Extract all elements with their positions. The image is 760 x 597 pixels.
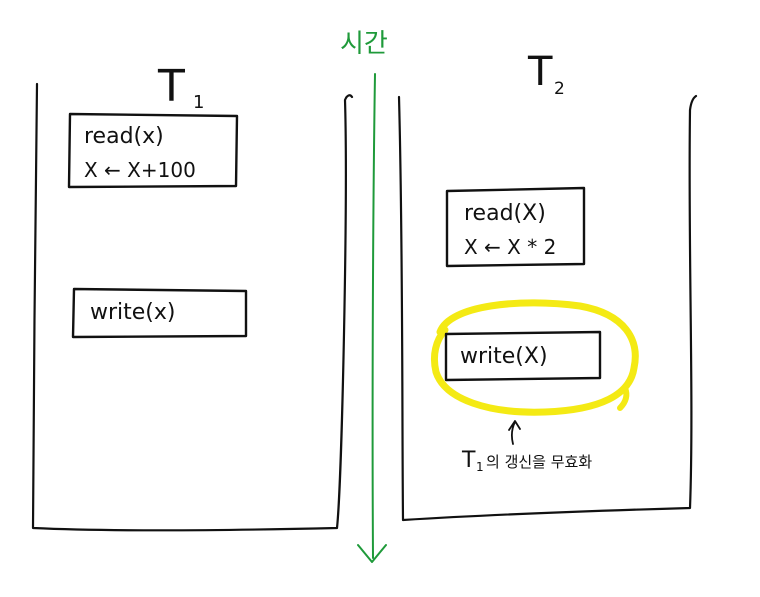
highlight-circle: [430, 299, 639, 416]
svg-text:1: 1: [193, 92, 204, 113]
annotation-arrow-icon: [508, 420, 521, 445]
t1-write-box: [71, 287, 248, 339]
t1-panel-outline: [31, 82, 354, 532]
svg-text:T: T: [157, 61, 185, 112]
svg-text:1: 1: [476, 460, 484, 474]
time-arrow-line: [371, 73, 376, 559]
time-arrowhead-icon: [357, 544, 387, 563]
t2-write-op: write(X): [460, 344, 548, 369]
t2-read-op: read(X): [464, 201, 546, 226]
t1-panel: T 1 read(x) X ← X+100 write(x): [31, 61, 354, 532]
t2-read-box: [445, 186, 586, 268]
svg-text:T: T: [461, 448, 476, 473]
t2-panel: T 2 read(X) X ← X * 2 write(X) T 1 의 갱신을…: [397, 49, 698, 522]
annotation-note: T 1 의 갱신을 무효화: [461, 448, 592, 474]
svg-text:2: 2: [554, 79, 565, 99]
time-axis: 시간: [340, 29, 388, 563]
time-label: 시간: [340, 29, 388, 59]
svg-text:의 갱신을 무효화: 의 갱신을 무효화: [486, 453, 592, 471]
t1-read-box: [67, 112, 239, 189]
svg-text:T: T: [527, 49, 553, 95]
t1-label: T 1: [157, 61, 204, 113]
t2-write-box: [444, 330, 602, 382]
t2-compute-op: X ← X * 2: [464, 235, 556, 259]
t1-write-op: write(x): [90, 300, 176, 325]
t2-panel-outline: [397, 94, 698, 522]
t2-label: T 2: [527, 49, 565, 99]
highlight-tail: [617, 385, 630, 411]
t1-compute-op: X ← X+100: [84, 158, 196, 182]
t1-read-op: read(x): [84, 124, 164, 149]
